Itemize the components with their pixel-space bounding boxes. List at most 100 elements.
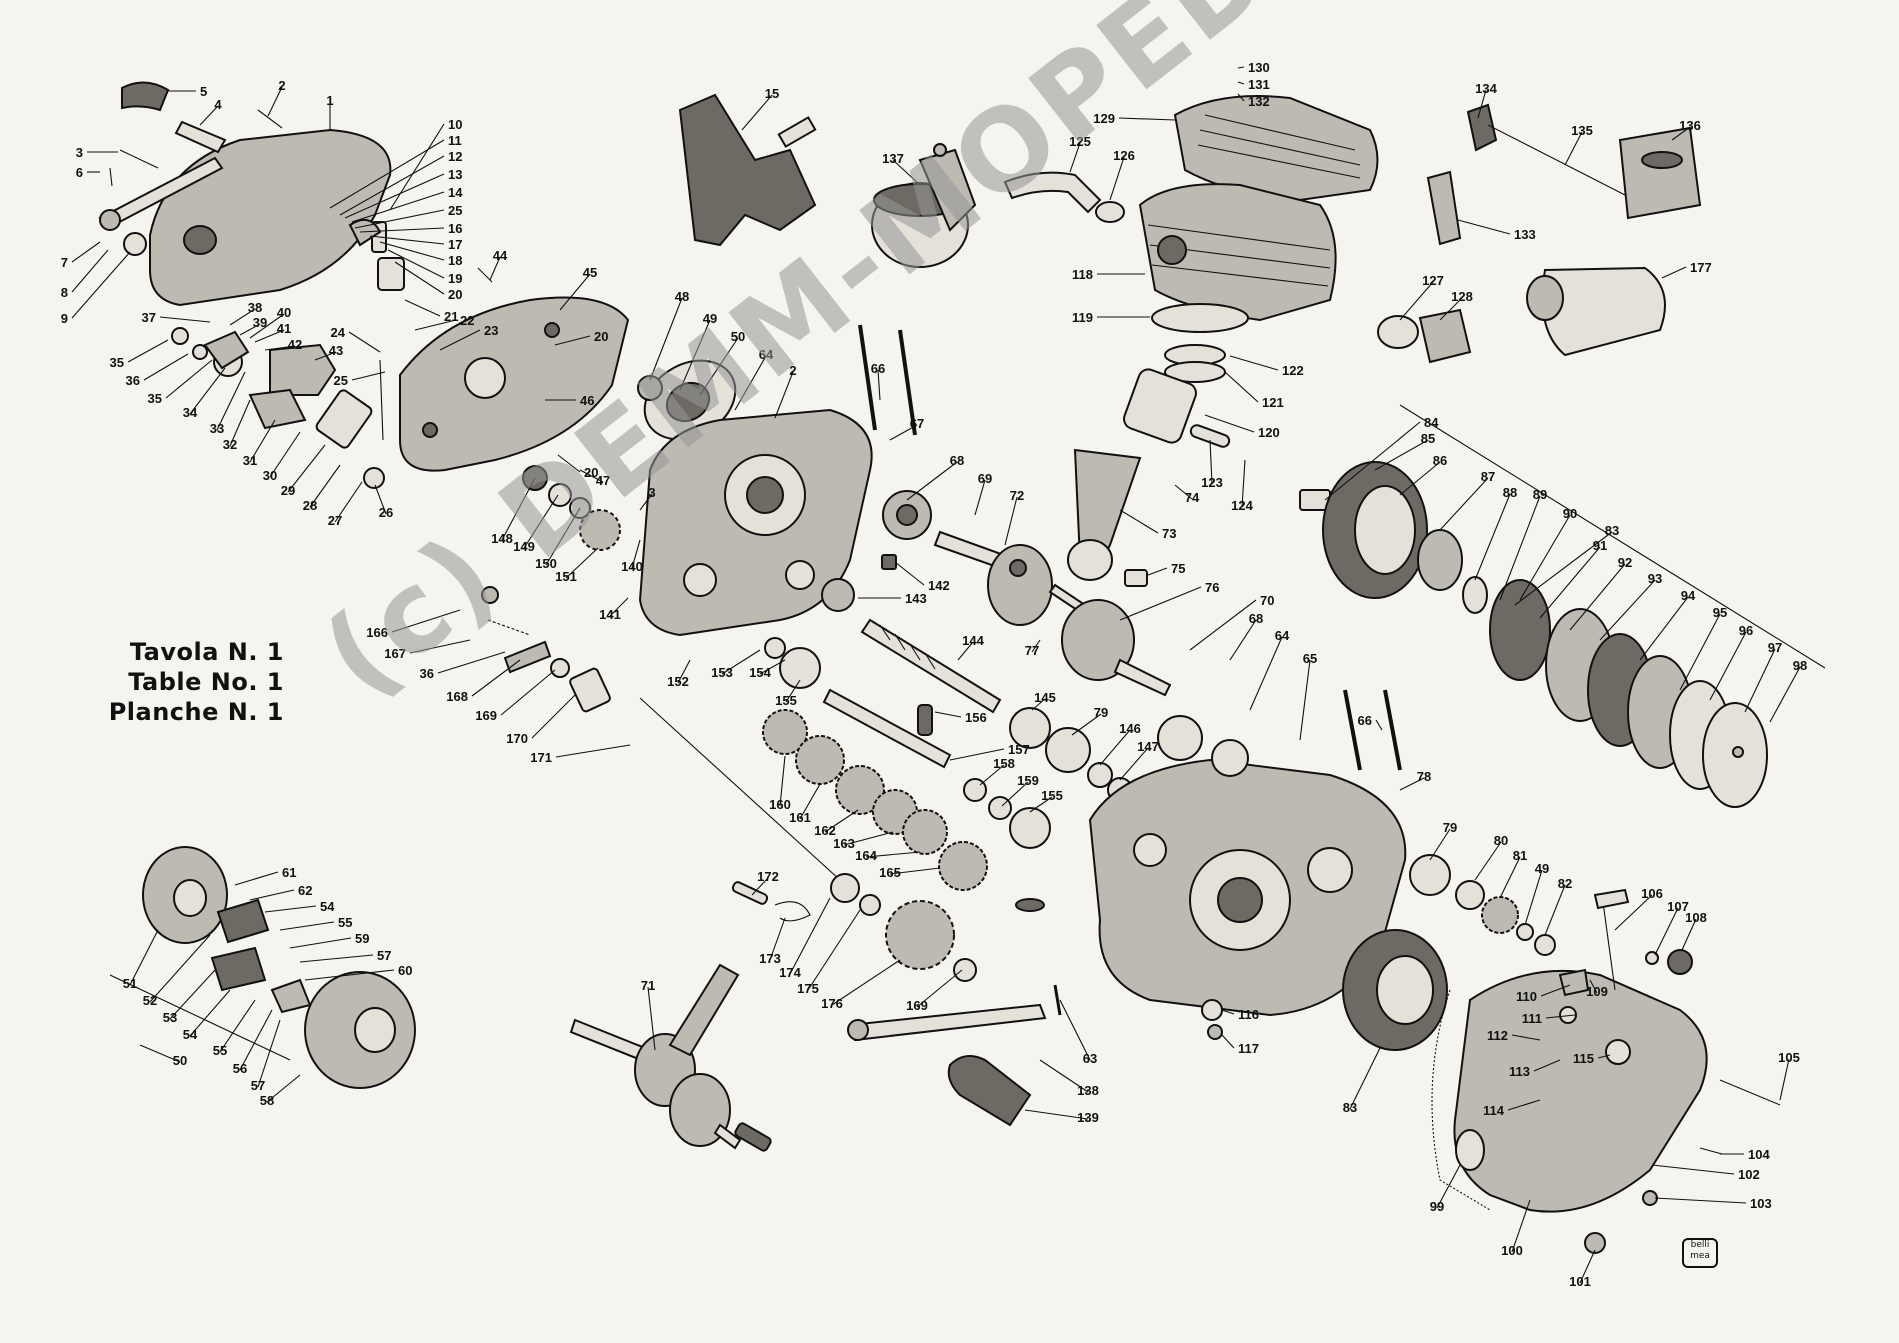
leader-line <box>339 155 445 216</box>
clutch-bracket-line <box>1399 404 1826 669</box>
part-number-label: 162 <box>814 823 836 838</box>
leader-line <box>1439 477 1489 531</box>
callout-66: 66 <box>1358 713 1383 731</box>
callout-36: 36 <box>126 353 189 388</box>
part-number-label: 51 <box>123 976 137 991</box>
part-number-label: 15 <box>765 86 779 101</box>
callout-42: 42 <box>264 337 302 352</box>
callout-34: 34 <box>183 367 226 420</box>
part-number-label: 8 <box>61 285 68 300</box>
part-80-ring <box>1455 880 1485 910</box>
part-169-washer <box>550 658 570 678</box>
callout-3: 3 <box>76 145 118 160</box>
part-103-screw <box>1642 1190 1658 1206</box>
part-56-points <box>270 978 312 1014</box>
part-number-label: 70 <box>1260 593 1274 608</box>
part-number-label: 116 <box>1238 1007 1259 1022</box>
part-6-pin <box>109 167 113 187</box>
leader-line <box>734 355 767 411</box>
callout-169: 169 <box>906 969 963 1013</box>
callout-123: 123 <box>1201 439 1223 490</box>
leader-line <box>127 339 169 363</box>
part-number-label: 132 <box>1248 94 1270 109</box>
leader-line <box>1119 586 1202 621</box>
callout-64: 64 <box>734 347 774 411</box>
part-123-pin <box>1189 424 1231 448</box>
cover-bearing-seat <box>464 357 506 399</box>
part-2-screw <box>257 109 283 129</box>
part-115-plug <box>1605 1039 1631 1065</box>
part-number-label: 138 <box>1077 1083 1099 1098</box>
callout-169: 169 <box>475 669 556 723</box>
callout-41: 41 <box>254 321 291 343</box>
callout-150: 150 <box>535 507 581 571</box>
leader-line <box>1069 142 1081 173</box>
part-number-label: 84 <box>1424 415 1439 430</box>
part-number-label: 131 <box>1248 77 1270 92</box>
leader-line <box>379 241 445 261</box>
callout-83: 83 <box>1343 1047 1381 1115</box>
callout-79: 79 <box>1071 705 1108 736</box>
leader-line <box>189 367 226 415</box>
callout-60: 60 <box>304 963 412 981</box>
part-number-label: 122 <box>1282 363 1304 378</box>
leader-line <box>257 1019 281 1088</box>
leader-line <box>545 507 581 566</box>
part-9-washer <box>123 232 147 256</box>
part-number-label: 64 <box>759 347 774 362</box>
leader-line <box>1429 828 1451 861</box>
part-number-label: 3 <box>76 145 83 160</box>
leader-line <box>249 419 276 463</box>
callout-170: 170 <box>506 694 576 746</box>
part-117-bolt <box>1207 1024 1223 1040</box>
callout-21: 21 <box>404 299 458 324</box>
callout-30: 30 <box>263 431 301 483</box>
callout-132: 132 <box>1237 93 1270 109</box>
leader-line <box>1499 856 1521 899</box>
leader-line <box>1039 1059 1089 1093</box>
callout-20: 20 <box>554 329 608 346</box>
part-number-label: 4 <box>214 97 222 112</box>
leader-line <box>1474 493 1511 581</box>
part-number-label: 169 <box>475 708 497 723</box>
flywheel-hub <box>354 1007 396 1053</box>
part-number-label: 75 <box>1171 561 1185 576</box>
callout-79: 79 <box>1429 820 1457 861</box>
callout-26: 26 <box>374 484 393 520</box>
part-number-label: 77 <box>1025 643 1039 658</box>
leader-line <box>189 989 231 1037</box>
callout-31: 31 <box>243 419 276 468</box>
callout-137: 137 <box>882 151 921 186</box>
part-77-shaft <box>1113 658 1172 697</box>
part-99-seal <box>1455 1129 1485 1171</box>
leader-line <box>1299 659 1311 741</box>
right-cover-group <box>1201 854 1781 1254</box>
callout-73: 73 <box>1119 509 1176 541</box>
part-number-label: 2 <box>278 78 285 93</box>
callout-56: 56 <box>233 1009 273 1076</box>
callout-18: 18 <box>379 241 462 268</box>
part-number-label: 76 <box>1205 580 1219 595</box>
part-15-carburettor-body <box>678 93 817 247</box>
part-number-label: 147 <box>1137 739 1159 754</box>
part-number-label: 86 <box>1433 453 1447 468</box>
lever-pivot-2 <box>847 1019 869 1041</box>
callout-87: 87 <box>1439 469 1495 531</box>
callout-154: 154 <box>749 659 786 680</box>
part-16-clip <box>348 218 382 247</box>
part-number-label: 112 <box>1487 1028 1508 1043</box>
callout-2: 2 <box>267 78 286 117</box>
part-125-intake-pipe <box>1003 171 1102 214</box>
part-number-label: 164 <box>855 848 877 863</box>
part-number-label: 161 <box>789 810 811 825</box>
part-106-rod <box>1601 894 1616 991</box>
part-120-piston <box>1123 368 1197 444</box>
leader-line <box>1651 1164 1735 1175</box>
leader-line <box>239 1009 273 1071</box>
callout-35: 35 <box>148 359 213 406</box>
part-number-label: 114 <box>1483 1103 1505 1118</box>
part-number-label: 109 <box>1586 984 1608 999</box>
leader-line <box>409 639 471 654</box>
leader-line <box>1579 1249 1596 1284</box>
leader-line <box>359 227 445 233</box>
